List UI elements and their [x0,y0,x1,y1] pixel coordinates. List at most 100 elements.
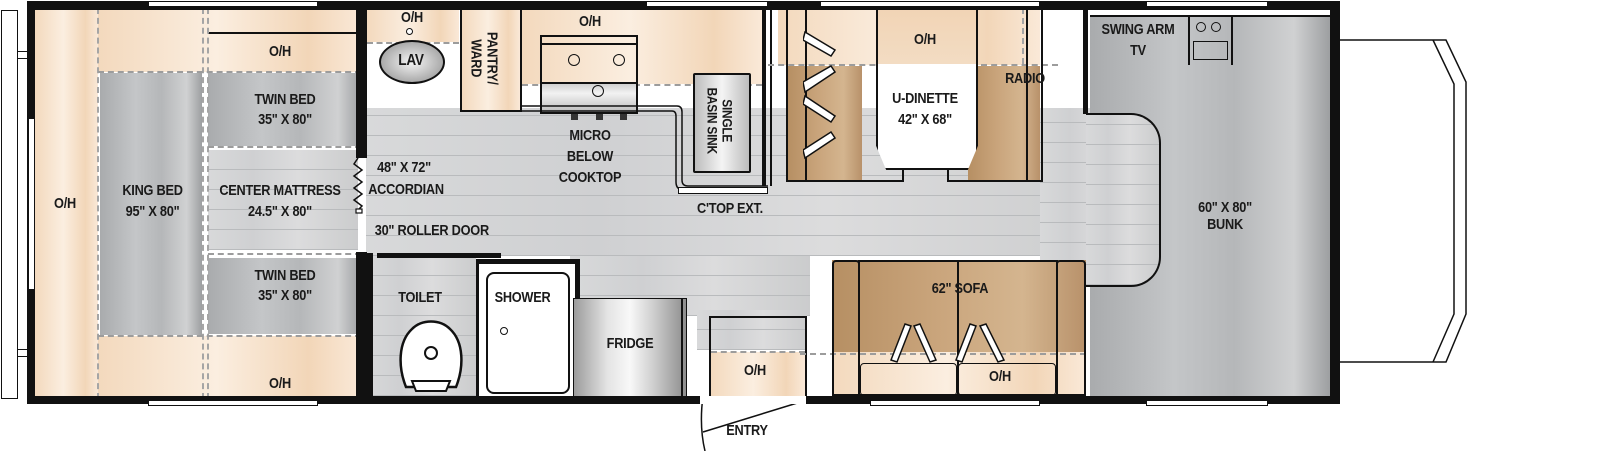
knob-icon [620,114,627,120]
bench-back-line [805,8,807,180]
dinette-bench-right[interactable] [968,66,1040,181]
bedroom-overhead-bottom-label: O/H [269,375,291,392]
entry-overhead-box [709,316,807,398]
sink-label-2: BASIN SINK [704,87,721,154]
sofa-overhead-edge [800,353,1086,355]
countertop-ext-label: C'TOP EXT. [697,200,763,217]
bedroom-overhead-bottom [98,336,361,399]
sofa-arm-left [832,260,860,396]
wall-front [1330,1,1340,404]
sofa-cushion-right [958,363,1056,396]
bunk-label: BUNK [1207,216,1243,233]
wall-bottom [27,396,1340,404]
fridge-door-edge [681,298,683,396]
cab-overhead [1090,15,1330,69]
control-panel-icon [1193,41,1228,60]
bench-back-line [1026,8,1028,180]
single-basin-sink[interactable] [693,73,751,173]
bedroom-partition-top [356,8,367,158]
king-bed-size: 95" X 80" [125,203,180,220]
rear-ladder [1,10,18,399]
sofa-overhead-label: O/H [989,368,1011,385]
shower-label: SHOWER [494,289,551,306]
kitchen-partition [762,8,766,186]
twin-bed-bottom-size: 35" X 80" [258,287,312,304]
roller-door[interactable] [377,253,501,258]
overhead-top-rule [208,32,361,34]
burner-icon [568,54,580,66]
dinette-size: 42" X 68" [898,111,952,128]
center-mattress-size: 24.5" X 80" [248,203,312,220]
king-bed[interactable] [100,73,202,335]
cab-overhead-divider [1231,15,1233,65]
bed-outline [98,335,361,337]
cooktop-divider [542,43,636,45]
radio-label: RADIO [1005,70,1045,87]
dinette-overhead-label: O/H [914,31,936,48]
knob-icon [596,114,603,120]
dinette-label: U-DINETTE [892,90,958,107]
sink-label-1: SINGLE [719,99,736,143]
burner-icon [613,54,625,66]
burner-icon [592,85,604,97]
bed-outline [202,8,204,399]
window-top-cab [1146,1,1268,7]
faucet-icon [406,28,413,35]
kitchen-overhead-edge [522,84,762,86]
entry-overhead-edge [711,351,805,353]
knob-icon [571,114,578,120]
twin-bed-top-label: TWIN BED [254,91,316,108]
speaker-icon [1196,22,1206,32]
cab-overhead-divider [1188,15,1190,65]
sofa[interactable] [832,260,1086,358]
fridge-label: FRIDGE [606,335,654,352]
window-top-dinette [820,1,1040,7]
bedroom-overhead-top [98,8,361,72]
bath-overhead-label: O/H [401,9,423,26]
kitchen-partition [770,8,772,186]
cooktop-divider [542,82,636,84]
bed-outline [208,253,361,255]
twin-bed-bottom[interactable] [208,258,361,334]
window-top-bedroom [148,1,318,7]
window-bottom-cab [1146,400,1268,406]
cab-hood-outline [1340,39,1467,363]
dinette-bench-left[interactable] [788,66,862,181]
pantry-ward[interactable] [460,8,522,112]
countertop-extension[interactable] [678,187,768,194]
entry-door-opening[interactable] [700,396,806,404]
kitchen-overhead-label: O/H [579,13,601,30]
dinette-table[interactable] [876,8,978,170]
center-mattress[interactable] [208,150,358,250]
bedroom-overhead-top-label: O/H [269,43,291,60]
roller-door-label: 30" ROLLER DOOR [374,222,489,239]
pantry-label-1: PANTRY/ [483,31,501,85]
entry-overhead [711,352,805,396]
bedroom-partition-bottom [356,252,367,399]
accordion-door-icon[interactable] [350,158,366,216]
accordion-label: ACCORDIAN [368,181,444,198]
swing-arm-tv-label-1: SWING ARM [1101,21,1175,38]
cooktop-label-2: BELOW [566,148,614,165]
bed-outline [207,8,209,399]
seatbelt-icon [890,323,1006,363]
window-bottom-bedroom [148,400,318,406]
sofa-seat-divider [957,260,959,396]
lav-sink[interactable] [379,40,445,84]
window-top-kitchen [646,1,768,7]
fridge[interactable] [573,298,687,397]
center-mattress-label: CENTER MATTRESS [219,182,341,199]
dinette-overhead-edge [1022,8,1024,64]
bed-outline [97,8,99,399]
king-bed-label: KING BED [122,182,183,199]
twin-bed-top[interactable] [208,73,361,146]
pantry-label-2: WARD [467,39,485,78]
entry-label: ENTRY [726,422,768,439]
toilet-icon[interactable] [398,317,464,395]
accordion-size: 48" X 72" [377,159,431,176]
entry-overhead-label: O/H [744,362,766,379]
sofa-arm-right [1056,260,1086,396]
cooktop-label-3: COOKTOP [558,169,622,186]
cooktop[interactable] [540,35,638,114]
seatbelt-icon [803,30,837,160]
